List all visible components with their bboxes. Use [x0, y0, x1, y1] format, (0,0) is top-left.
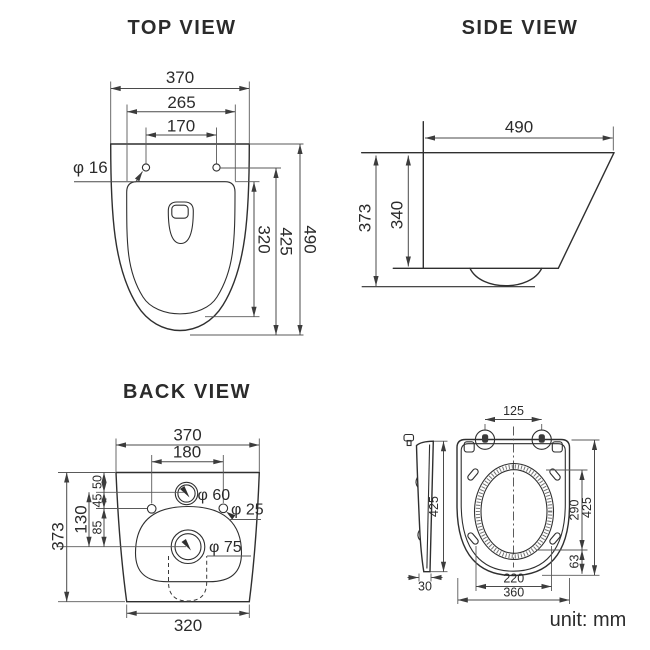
back-view-body-outline — [115, 471, 260, 603]
flush-opening-inner — [171, 204, 189, 219]
seat-opening-inner — [480, 469, 548, 554]
hinge-right — [531, 429, 552, 450]
seat-dim-220: 220 — [503, 572, 524, 586]
top-view: TOP VIEW — [73, 17, 320, 336]
fixing-hole-right — [218, 503, 229, 514]
hinge-left — [474, 429, 496, 450]
unit-label: unit: mm — [550, 609, 627, 631]
side-view-title: SIDE VIEW — [462, 17, 579, 39]
side-dim-373: 373 — [356, 204, 375, 232]
seat-fixing-hole-left — [141, 163, 151, 172]
seat-cover-drawing: 425 30 — [403, 404, 600, 604]
hinge-pin-stem — [406, 439, 412, 447]
back-dim-130: 130 — [72, 505, 91, 533]
seat-dim-290: 290 — [568, 500, 582, 521]
top-dim-320: 320 — [255, 225, 274, 253]
side-view-body-outline — [361, 120, 615, 288]
hinge-tab-left — [463, 441, 475, 453]
leader-arrow-outlet — [181, 539, 191, 551]
back-dim-320: 320 — [174, 616, 202, 635]
bumper — [549, 532, 561, 545]
back-view-dimensions: 370 180 373 130 50 45 85 φ 60 φ 25 φ 75 … — [49, 426, 264, 636]
seat-opening-outer — [473, 462, 555, 561]
side-dim-490: 490 — [505, 118, 533, 137]
back-view-title: BACK VIEW — [123, 381, 251, 403]
top-view-title: TOP VIEW — [127, 17, 236, 39]
back-dim-373: 373 — [49, 522, 68, 550]
top-dim-170: 170 — [167, 117, 195, 136]
back-dim-45: 45 — [91, 494, 105, 508]
leader-arrow-inlet — [180, 486, 190, 498]
trapway-hidden-line — [168, 556, 208, 602]
bottom-bulge — [469, 267, 543, 287]
top-dim-425: 425 — [277, 227, 296, 255]
flush-opening — [167, 201, 194, 245]
leader-arrow-fixing — [226, 511, 236, 520]
top-dim-490: 490 — [301, 225, 320, 253]
side-view-dimensions: 490 373 340 — [356, 118, 614, 286]
back-dim-180: 180 — [173, 443, 201, 462]
seat-dim-425-side: 425 — [427, 496, 441, 517]
back-platform — [134, 505, 243, 583]
bumper — [467, 468, 479, 481]
bumper — [549, 468, 561, 481]
side-view: SIDE VIEW 490 373 340 — [356, 17, 615, 288]
seat-dim-30: 30 — [418, 580, 432, 594]
back-dim-phi75: φ 75 — [209, 539, 242, 556]
seat-dim-425: 425 — [580, 497, 594, 518]
seat-side-profile: 425 30 — [403, 433, 448, 594]
water-inlet-hole — [174, 481, 199, 506]
back-view: BACK VIEW — [49, 381, 264, 635]
top-dim-phi16: φ 16 — [73, 158, 108, 177]
top-dim-370: 370 — [166, 68, 194, 87]
top-dim-265: 265 — [167, 93, 195, 112]
top-view-dimensions: 370 265 170 φ 16 320 425 490 — [73, 68, 320, 336]
hinge-tab-right — [551, 441, 563, 453]
seat-dim-360: 360 — [503, 585, 524, 599]
top-view-body-outline — [109, 143, 251, 332]
back-dim-370: 370 — [173, 426, 201, 445]
fixing-hole-left — [146, 503, 157, 514]
seat-dim-125: 125 — [503, 404, 524, 418]
back-dim-85: 85 — [91, 521, 105, 535]
back-dim-phi60: φ 60 — [198, 487, 231, 504]
seat-top-view: 125 290 63 425 220 360 — [456, 404, 600, 604]
back-dim-phi25: φ 25 — [231, 502, 264, 519]
side-dim-340: 340 — [388, 201, 407, 229]
seat-dim-63: 63 — [568, 555, 582, 569]
bumper — [467, 532, 479, 545]
back-dim-50: 50 — [91, 475, 105, 489]
seat-fixing-hole-right — [212, 163, 221, 172]
